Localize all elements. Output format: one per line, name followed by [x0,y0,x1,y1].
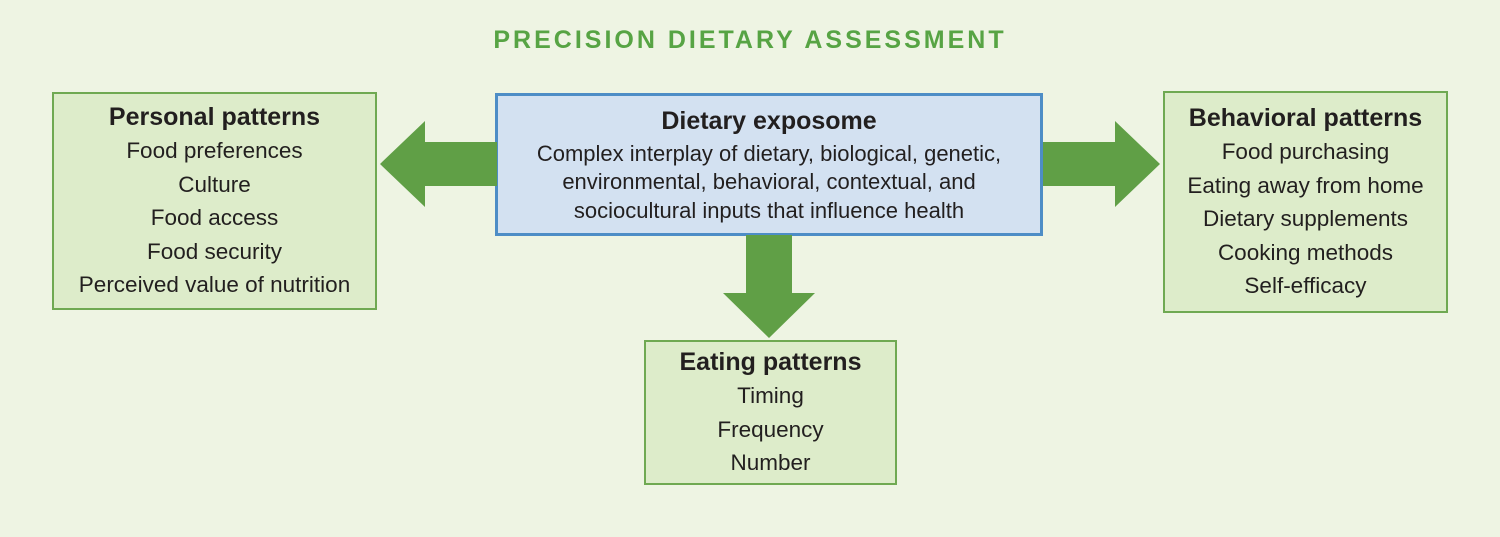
dietary-exposome-description: Complex interplay of dietary, biological… [536,140,1002,223]
dietary-exposome-box: Dietary exposome Complex interplay of di… [495,93,1043,236]
personal-patterns-item: Food access [150,205,279,231]
behavioral-patterns-box: Behavioral patterns Food purchasing Eati… [1163,91,1448,313]
behavioral-patterns-item: Dietary supplements [1202,206,1409,232]
behavioral-patterns-heading: Behavioral patterns [1188,104,1423,133]
arrow-down-icon [723,235,815,338]
behavioral-patterns-item: Cooking methods [1217,239,1394,265]
dietary-exposome-heading: Dietary exposome [661,106,877,135]
behavioral-patterns-item: Food purchasing [1221,139,1390,165]
eating-patterns-box: Eating patterns Timing Frequency Number [644,340,897,485]
behavioral-patterns-item: Eating away from home [1187,172,1424,198]
personal-patterns-item: Food preferences [126,138,303,164]
personal-patterns-box: Personal patterns Food preferences Cultu… [52,92,377,310]
behavioral-patterns-item: Self-efficacy [1244,273,1367,299]
personal-patterns-item: Food security [146,238,283,264]
personal-patterns-item: Culture [178,171,251,197]
eating-patterns-heading: Eating patterns [679,348,862,377]
personal-patterns-item: Perceived value of nutrition [78,272,351,298]
personal-patterns-heading: Personal patterns [108,103,321,132]
eating-patterns-item: Timing [737,383,804,409]
arrow-left-icon [380,121,497,207]
arrow-right-icon [1043,121,1160,207]
eating-patterns-item: Frequency [717,416,824,442]
diagram-title: PRECISION DIETARY ASSESSMENT [493,26,1007,54]
eating-patterns-item: Number [730,450,811,476]
